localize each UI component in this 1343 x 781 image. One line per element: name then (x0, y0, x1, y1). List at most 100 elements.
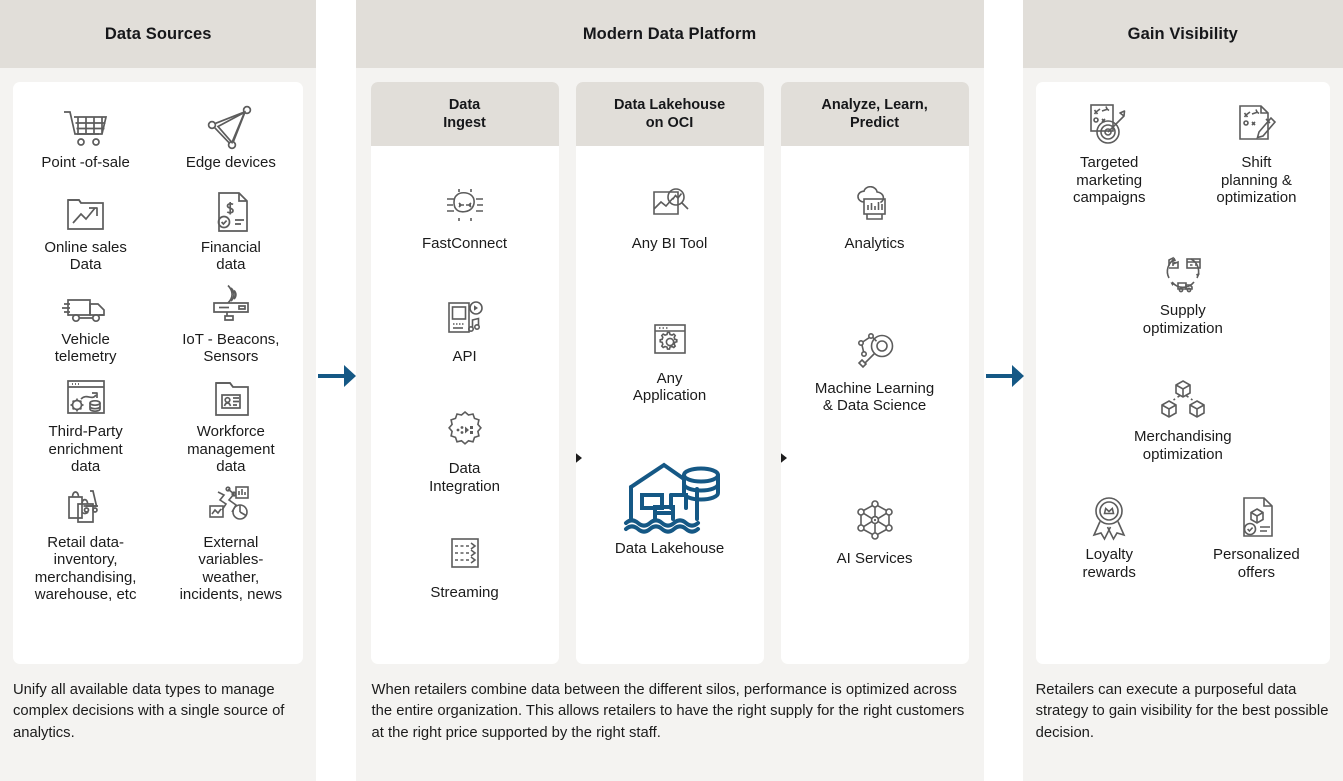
source-item-vehicle-telemetry[interactable]: Vehicle telemetry (13, 274, 158, 366)
flow-gap-2 (983, 0, 1024, 781)
panel-body-data-ingest: FastConnect (371, 146, 559, 664)
node-label: Any BI Tool (631, 235, 708, 252)
cubes-network-icon (1156, 366, 1210, 424)
shopping-cart-icon (60, 92, 112, 150)
source-label: Vehicle telemetry (54, 330, 117, 366)
node-label: Data Integration (429, 460, 500, 495)
visibility-item-merchandising-optimization[interactable]: Merchandising optimization (1036, 366, 1330, 484)
caption-data-sources: Unify all available data types to manage… (13, 682, 285, 741)
node-label: FastConnect (422, 235, 508, 252)
gear-data-integration-icon (444, 405, 486, 455)
flow-gap-1 (316, 0, 357, 781)
source-label: Point -of-sale (41, 154, 130, 171)
node-label: Streaming (430, 584, 499, 602)
node-machine-learning-data-science[interactable]: Machine Learning & Data Science (815, 325, 934, 415)
node-label: Data Lakehouse (614, 539, 725, 557)
source-label: Edge devices (185, 154, 276, 171)
visibility-item-loyalty-rewards[interactable]: Loyalty rewards (1036, 484, 1183, 594)
id-badge-document-icon (208, 366, 254, 419)
data-sources-grid: Point -of-sale Edge devices (13, 92, 303, 604)
chart-growth-icon (62, 182, 110, 235)
node-label: Any Application (632, 369, 707, 405)
caption-modern-data-platform: When retailers combine data between the … (371, 682, 965, 741)
data-enrichment-icon (62, 366, 110, 419)
source-label: External variables- weather, incidents, … (179, 533, 283, 604)
application-gear-icon (649, 315, 691, 365)
node-analytics[interactable]: Analytics (845, 180, 905, 253)
gain-visibility-card: Targeted marketing campaigns (1035, 82, 1330, 664)
panel-body-data-lakehouse: Any BI Tool Any Applicat (576, 146, 764, 664)
arrow-ingest-to-lakehouse-icon (575, 453, 582, 463)
column-data-sources: Data Sources Point -of-sale (0, 0, 317, 781)
source-item-third-party-enrichment-data[interactable]: Third-Party enrichment data (13, 366, 158, 476)
node-ai-services[interactable]: AI Services (837, 495, 912, 568)
column-modern-data-platform: Modern Data Platform Data Ingest (355, 0, 984, 781)
award-ribbon-icon (1086, 484, 1132, 542)
source-label: Retail data- inventory, merchandising, w… (34, 533, 137, 604)
source-label: Online sales Data (44, 238, 127, 274)
source-label: Workforce management data (187, 423, 275, 476)
source-label: Financial data (200, 238, 261, 274)
column-header-gain-visibility: Gain Visibility (1022, 0, 1343, 68)
ai-neural-network-icon (854, 495, 896, 545)
node-label: Machine Learning & Data Science (814, 379, 935, 415)
delivery-van-icon (61, 274, 111, 327)
source-item-point-of-sale[interactable]: Point -of-sale (13, 92, 158, 182)
panel-header-analyze-learn-predict: Analyze, Learn, Predict (780, 82, 969, 146)
visibility-item-shift-planning-optimization[interactable]: Shift planning & optimization (1183, 92, 1330, 240)
source-item-financial-data[interactable]: Financial data (158, 182, 303, 274)
retail-bags-icon (61, 476, 111, 530)
edge-network-icon (206, 92, 256, 150)
node-api[interactable]: API (444, 293, 486, 366)
visibility-label: Targeted marketing campaigns (1072, 154, 1146, 207)
data-sources-card: Point -of-sale Edge devices (13, 82, 304, 664)
visibility-label: Loyalty rewards (1082, 546, 1136, 581)
cloud-analytics-icon (853, 180, 897, 230)
source-item-external-variables[interactable]: External variables- weather, incidents, … (158, 476, 303, 604)
visibility-label: Supply optimization (1142, 302, 1223, 337)
node-label: API (452, 347, 477, 365)
dollar-document-icon (209, 182, 253, 235)
column-header-data-sources: Data Sources (0, 0, 317, 68)
node-streaming[interactable]: Streaming (430, 529, 499, 602)
panel-header-data-lakehouse: Data Lakehouse on OCI (575, 82, 764, 146)
gain-visibility-grid: Targeted marketing campaigns (1036, 92, 1330, 594)
source-item-iot-beacons-sensors[interactable]: IoT - Beacons, Sensors (158, 274, 303, 366)
target-strategy-icon (1084, 92, 1134, 150)
bi-tool-magnifier-icon (648, 180, 692, 230)
source-label: IoT - Beacons, Sensors (182, 330, 280, 366)
data-lakehouse-icon (618, 459, 722, 535)
api-device-icon (444, 293, 486, 343)
visibility-item-targeted-marketing-campaigns[interactable]: Targeted marketing campaigns (1036, 92, 1183, 240)
node-fastconnect[interactable]: FastConnect (422, 180, 507, 253)
machine-learning-icon (853, 325, 897, 375)
source-item-online-sales-data[interactable]: Online sales Data (13, 182, 158, 274)
panel-data-ingest: Data Ingest FastConnect (370, 82, 559, 664)
visibility-item-supply-optimization[interactable]: Supply optimization (1036, 240, 1330, 366)
personalized-offer-document-icon (1234, 484, 1278, 542)
platform-panels: Data Ingest FastConnect (370, 82, 969, 664)
plan-document-pencil-icon (1232, 92, 1280, 150)
panel-body-analyze-learn-predict: Analytics (781, 146, 969, 664)
node-data-integration[interactable]: Data Integration (429, 405, 500, 495)
visibility-label: Shift planning & optimization (1216, 154, 1297, 207)
visibility-label: Personalized offers (1213, 546, 1300, 581)
source-item-workforce-management-data[interactable]: Workforce management data (158, 366, 303, 476)
arrow-lakehouse-to-analyze-icon (780, 453, 787, 463)
visibility-label: Merchandising optimization (1134, 428, 1232, 463)
column-gain-visibility: Gain Visibility (1022, 0, 1343, 781)
supply-chain-cycle-icon (1156, 240, 1210, 298)
caption-gain-visibility: Retailers can execute a purposeful data … (1035, 682, 1329, 741)
node-any-application[interactable]: Any Application (633, 315, 706, 405)
source-label: Third-Party enrichment data (48, 423, 123, 476)
node-any-bi-tool[interactable]: Any BI Tool (631, 180, 708, 253)
panel-header-data-ingest: Data Ingest (370, 82, 559, 146)
source-item-retail-data[interactable]: Retail data- inventory, merchandising, w… (13, 476, 158, 604)
panel-analyze-learn-predict: Analyze, Learn, Predict Analytics (780, 82, 969, 664)
arrow-platform-to-visibility-icon (985, 365, 1024, 387)
visibility-item-personalized-offers[interactable]: Personalized offers (1183, 484, 1330, 594)
node-data-lakehouse[interactable]: Data Lakehouse (615, 459, 724, 558)
column-header-modern-data-platform: Modern Data Platform (355, 0, 984, 68)
source-item-edge-devices[interactable]: Edge devices (158, 92, 303, 182)
